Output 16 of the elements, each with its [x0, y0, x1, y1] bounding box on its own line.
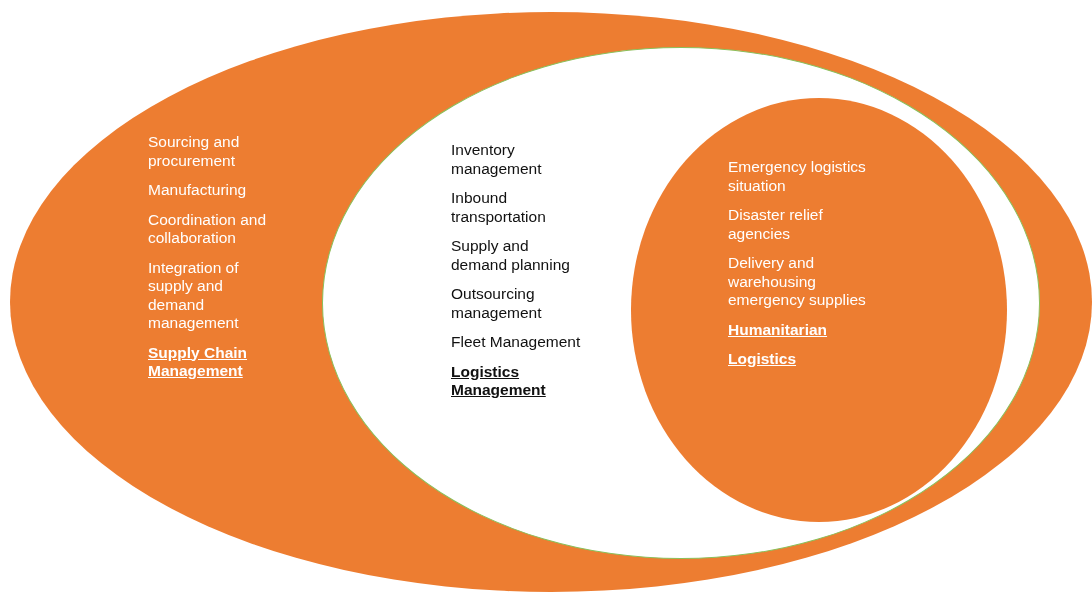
list-item: Sourcing and procurement	[148, 133, 241, 170]
heading: Logistics	[728, 350, 798, 369]
list-item: Inventory management	[451, 141, 543, 178]
list-item: Inbound transportation	[451, 189, 547, 226]
list-item: Integration of supply and demand management	[148, 258, 240, 333]
heading: Logistics Management	[451, 362, 547, 400]
list-item: Outsourcing management	[451, 285, 543, 322]
list-item: Fleet Management	[451, 333, 581, 352]
list-item: Supply and demand planning	[451, 237, 571, 274]
heading: Supply Chain Management	[148, 343, 249, 381]
list-item: Disaster relief agencies	[728, 206, 824, 243]
list-item: Manufacturing	[148, 181, 248, 200]
heading: Humanitarian	[728, 320, 829, 339]
list-item: Emergency logistics situation	[728, 158, 867, 195]
list-item: Coordination and collaboration	[148, 210, 268, 248]
list-item: Delivery and warehousing emergency supplies	[728, 254, 867, 310]
